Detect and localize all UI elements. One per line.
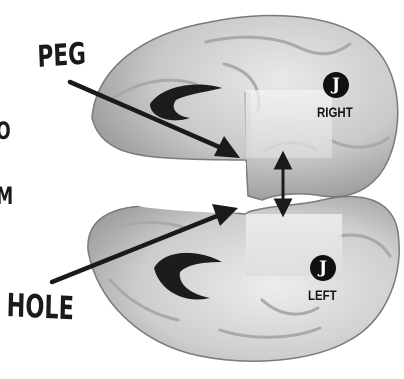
gap-between-halves [110,161,246,213]
hole-label: HOLE [6,289,74,324]
left-side-label: LEFT [308,288,337,302]
joint-right-icon: J [323,72,349,98]
peg-label: PEG [37,39,86,72]
cut-off-letter-bottom: M [0,184,13,208]
right-side-label: RIGHT [317,105,353,119]
joint-left-icon: J [310,255,336,281]
cut-off-letter-top: O [0,119,11,143]
peg-cut-face [246,90,332,158]
